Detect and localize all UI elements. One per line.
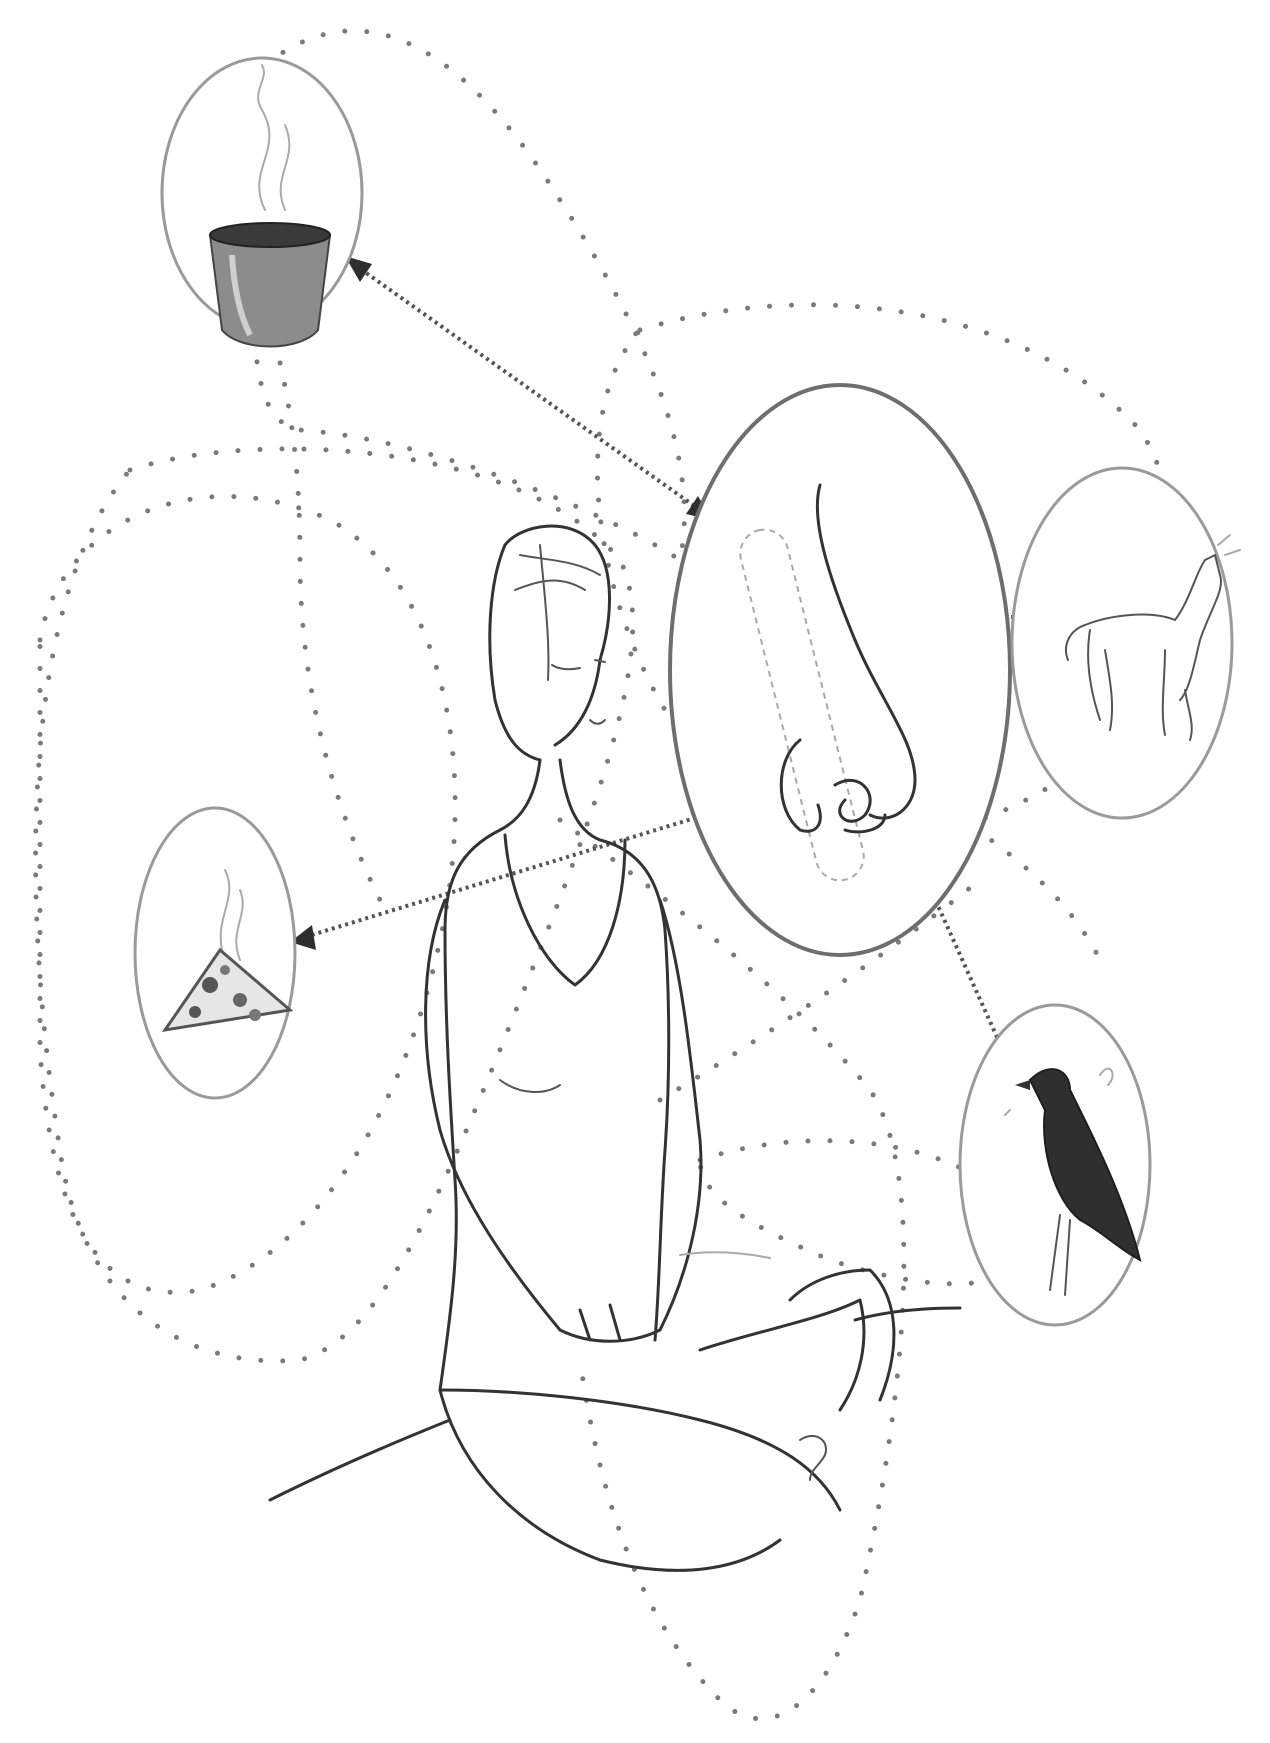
- bird-circle: [960, 1005, 1150, 1325]
- nose-circle: [670, 385, 1010, 955]
- dog-circle: [1012, 468, 1240, 818]
- pizza-circle: [135, 808, 295, 1098]
- coffee-cup-circle: [162, 58, 362, 347]
